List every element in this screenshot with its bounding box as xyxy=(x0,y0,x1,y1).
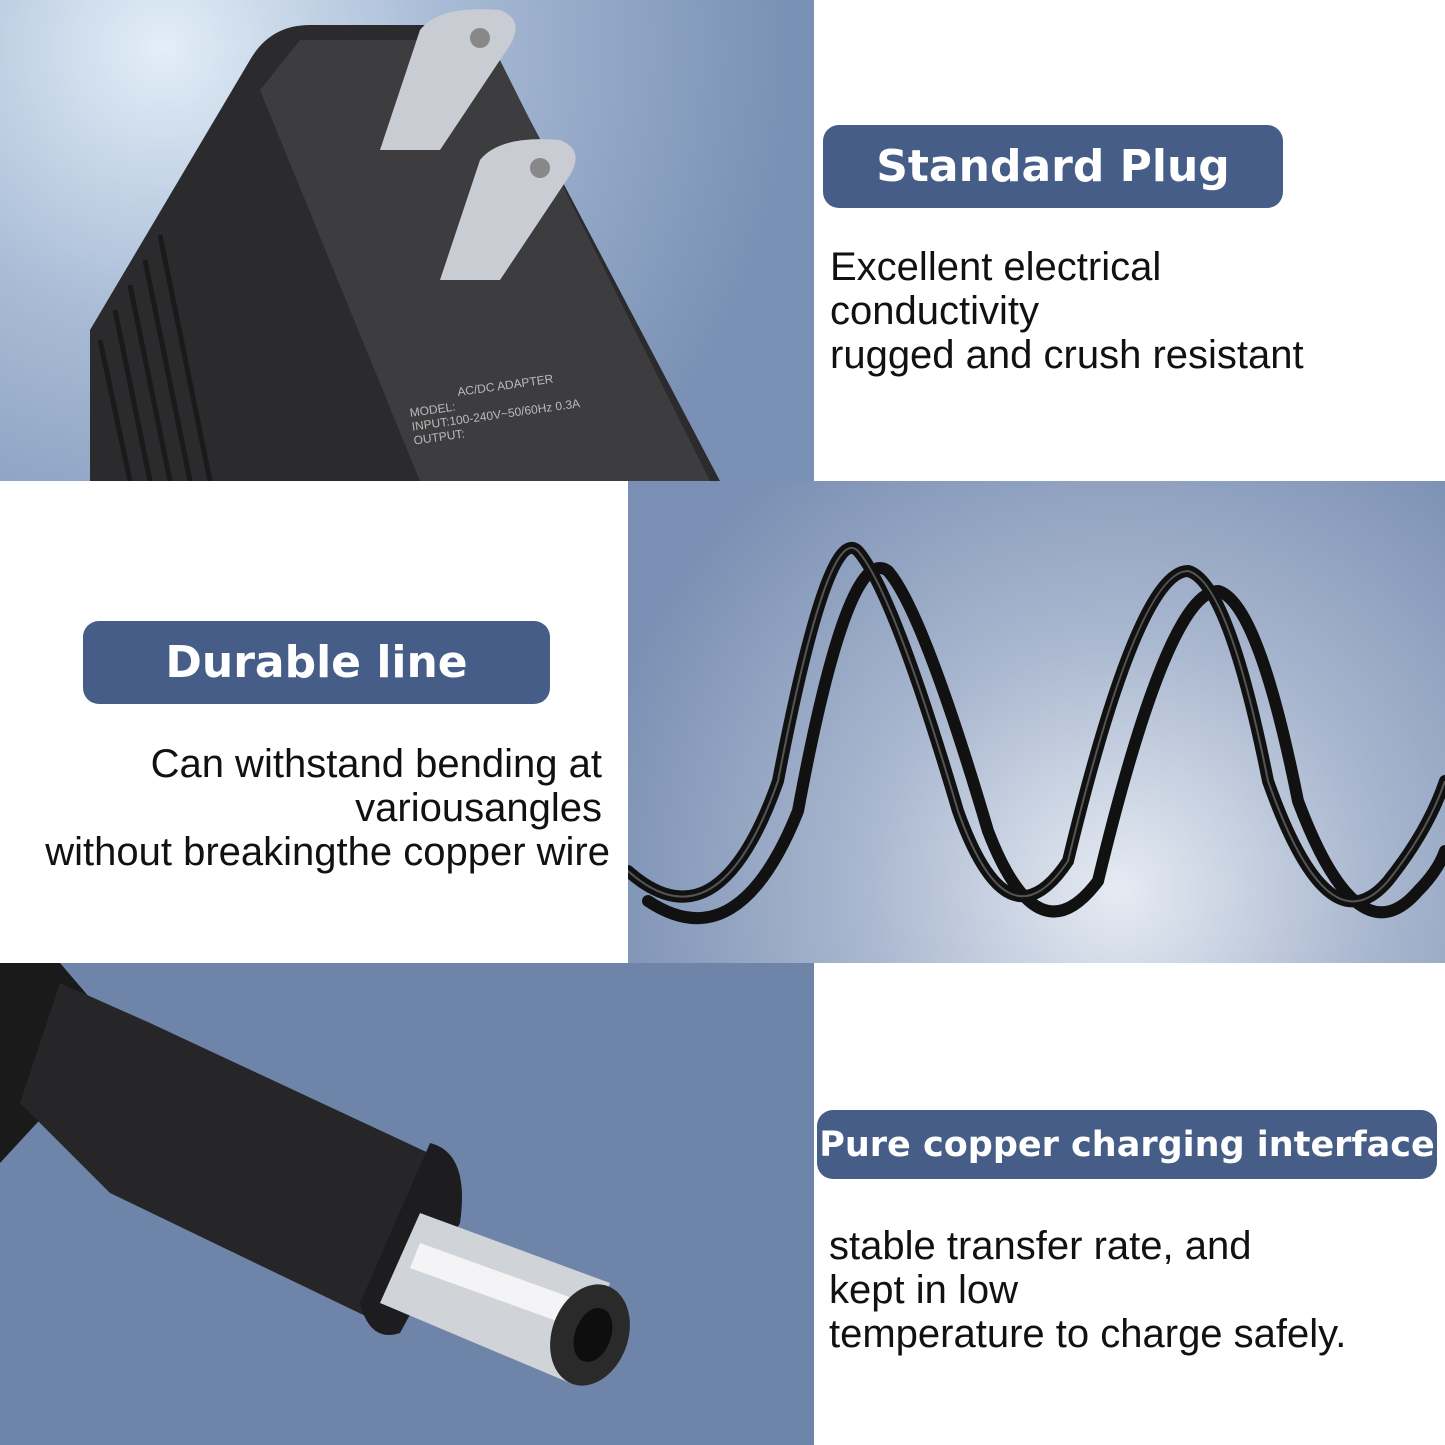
adapter-illustration xyxy=(90,9,720,481)
desc-line: Excellent electrical xyxy=(830,245,1162,289)
section-title-durable-line: Durable line xyxy=(83,621,550,704)
desc-line: without breakingthe copper wire xyxy=(45,830,610,874)
desc-line: stable transfer rate, and xyxy=(829,1224,1252,1268)
coiled-cable-illustration xyxy=(628,542,1445,924)
cable-photo xyxy=(628,481,1445,963)
desc-line: kept in low xyxy=(829,1268,1018,1312)
desc-line: temperature to charge safely. xyxy=(829,1312,1347,1356)
section-desc-standard-plug: Excellent electrical conductivity rugged… xyxy=(830,245,1440,377)
desc-line: variousangles xyxy=(355,786,602,830)
section-desc-durable-line: Can withstand bending at variousangles w… xyxy=(0,742,610,874)
dc-connector-photo xyxy=(0,963,814,1445)
section-title-pure-copper-interface: Pure copper charging interface xyxy=(817,1110,1437,1179)
section-desc-pure-copper-interface: stable transfer rate, and kept in low te… xyxy=(829,1224,1445,1356)
desc-line: conductivity xyxy=(830,289,1039,333)
desc-line: Can withstand bending at xyxy=(150,742,602,786)
dc-connector-illustration xyxy=(0,963,630,1386)
section-title-standard-plug: Standard Plug xyxy=(823,125,1283,208)
desc-line: rugged and crush resistant xyxy=(830,333,1304,377)
adapter-photo: AC/DC ADAPTER MODEL: INPUT:100-240V~50/6… xyxy=(0,0,814,481)
